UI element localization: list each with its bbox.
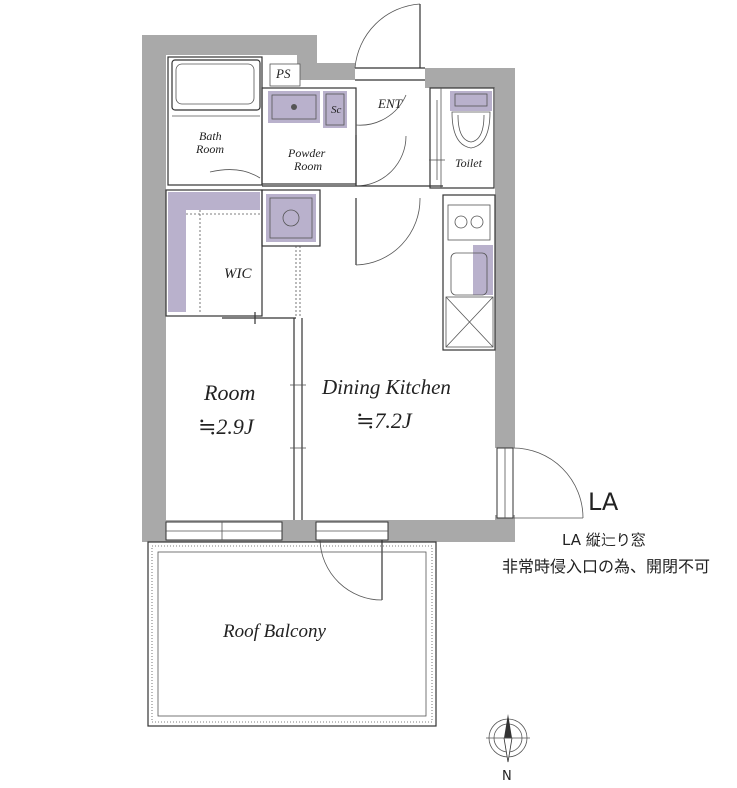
balcony-door (319, 539, 383, 601)
label-room-size: ≒2.9J (198, 414, 255, 439)
kitchen-counter (442, 194, 496, 351)
partition (290, 246, 306, 520)
label-balcony: Roof Balcony (222, 621, 326, 642)
bath-room (167, 56, 263, 186)
label-ps: PS (275, 66, 291, 81)
east-window-la (496, 447, 584, 519)
label-sc: Sc (331, 104, 342, 116)
label-dining: Dining Kitchen (321, 375, 451, 399)
note-emergency: 非常時侵入口の為、開閉不可 (502, 557, 710, 576)
dk-door (262, 185, 443, 266)
label-powder-1: Powder (287, 146, 326, 160)
note-window-type: LA 縦辷り窓 (562, 531, 646, 549)
roof-balcony (147, 541, 437, 727)
south-windows (165, 521, 389, 541)
label-bath-1: Bath (199, 129, 222, 143)
compass-icon (486, 714, 530, 763)
label-room: Room (203, 380, 255, 405)
toilet-room (429, 87, 495, 189)
compass-label: N (502, 769, 512, 784)
entrance-door (354, 3, 425, 126)
label-powder-2: Room (293, 159, 322, 173)
label-bath-2: Room (195, 142, 224, 156)
powder-door (355, 135, 407, 187)
washer-space (261, 189, 321, 247)
label-dining-size: ≒7.2J (356, 408, 413, 433)
wic-room (165, 189, 296, 324)
label-wic: WIC (224, 266, 252, 282)
label-ent: ENT (377, 96, 403, 111)
label-toilet: Toilet (455, 156, 483, 170)
window-marker-la: LA (588, 488, 619, 516)
